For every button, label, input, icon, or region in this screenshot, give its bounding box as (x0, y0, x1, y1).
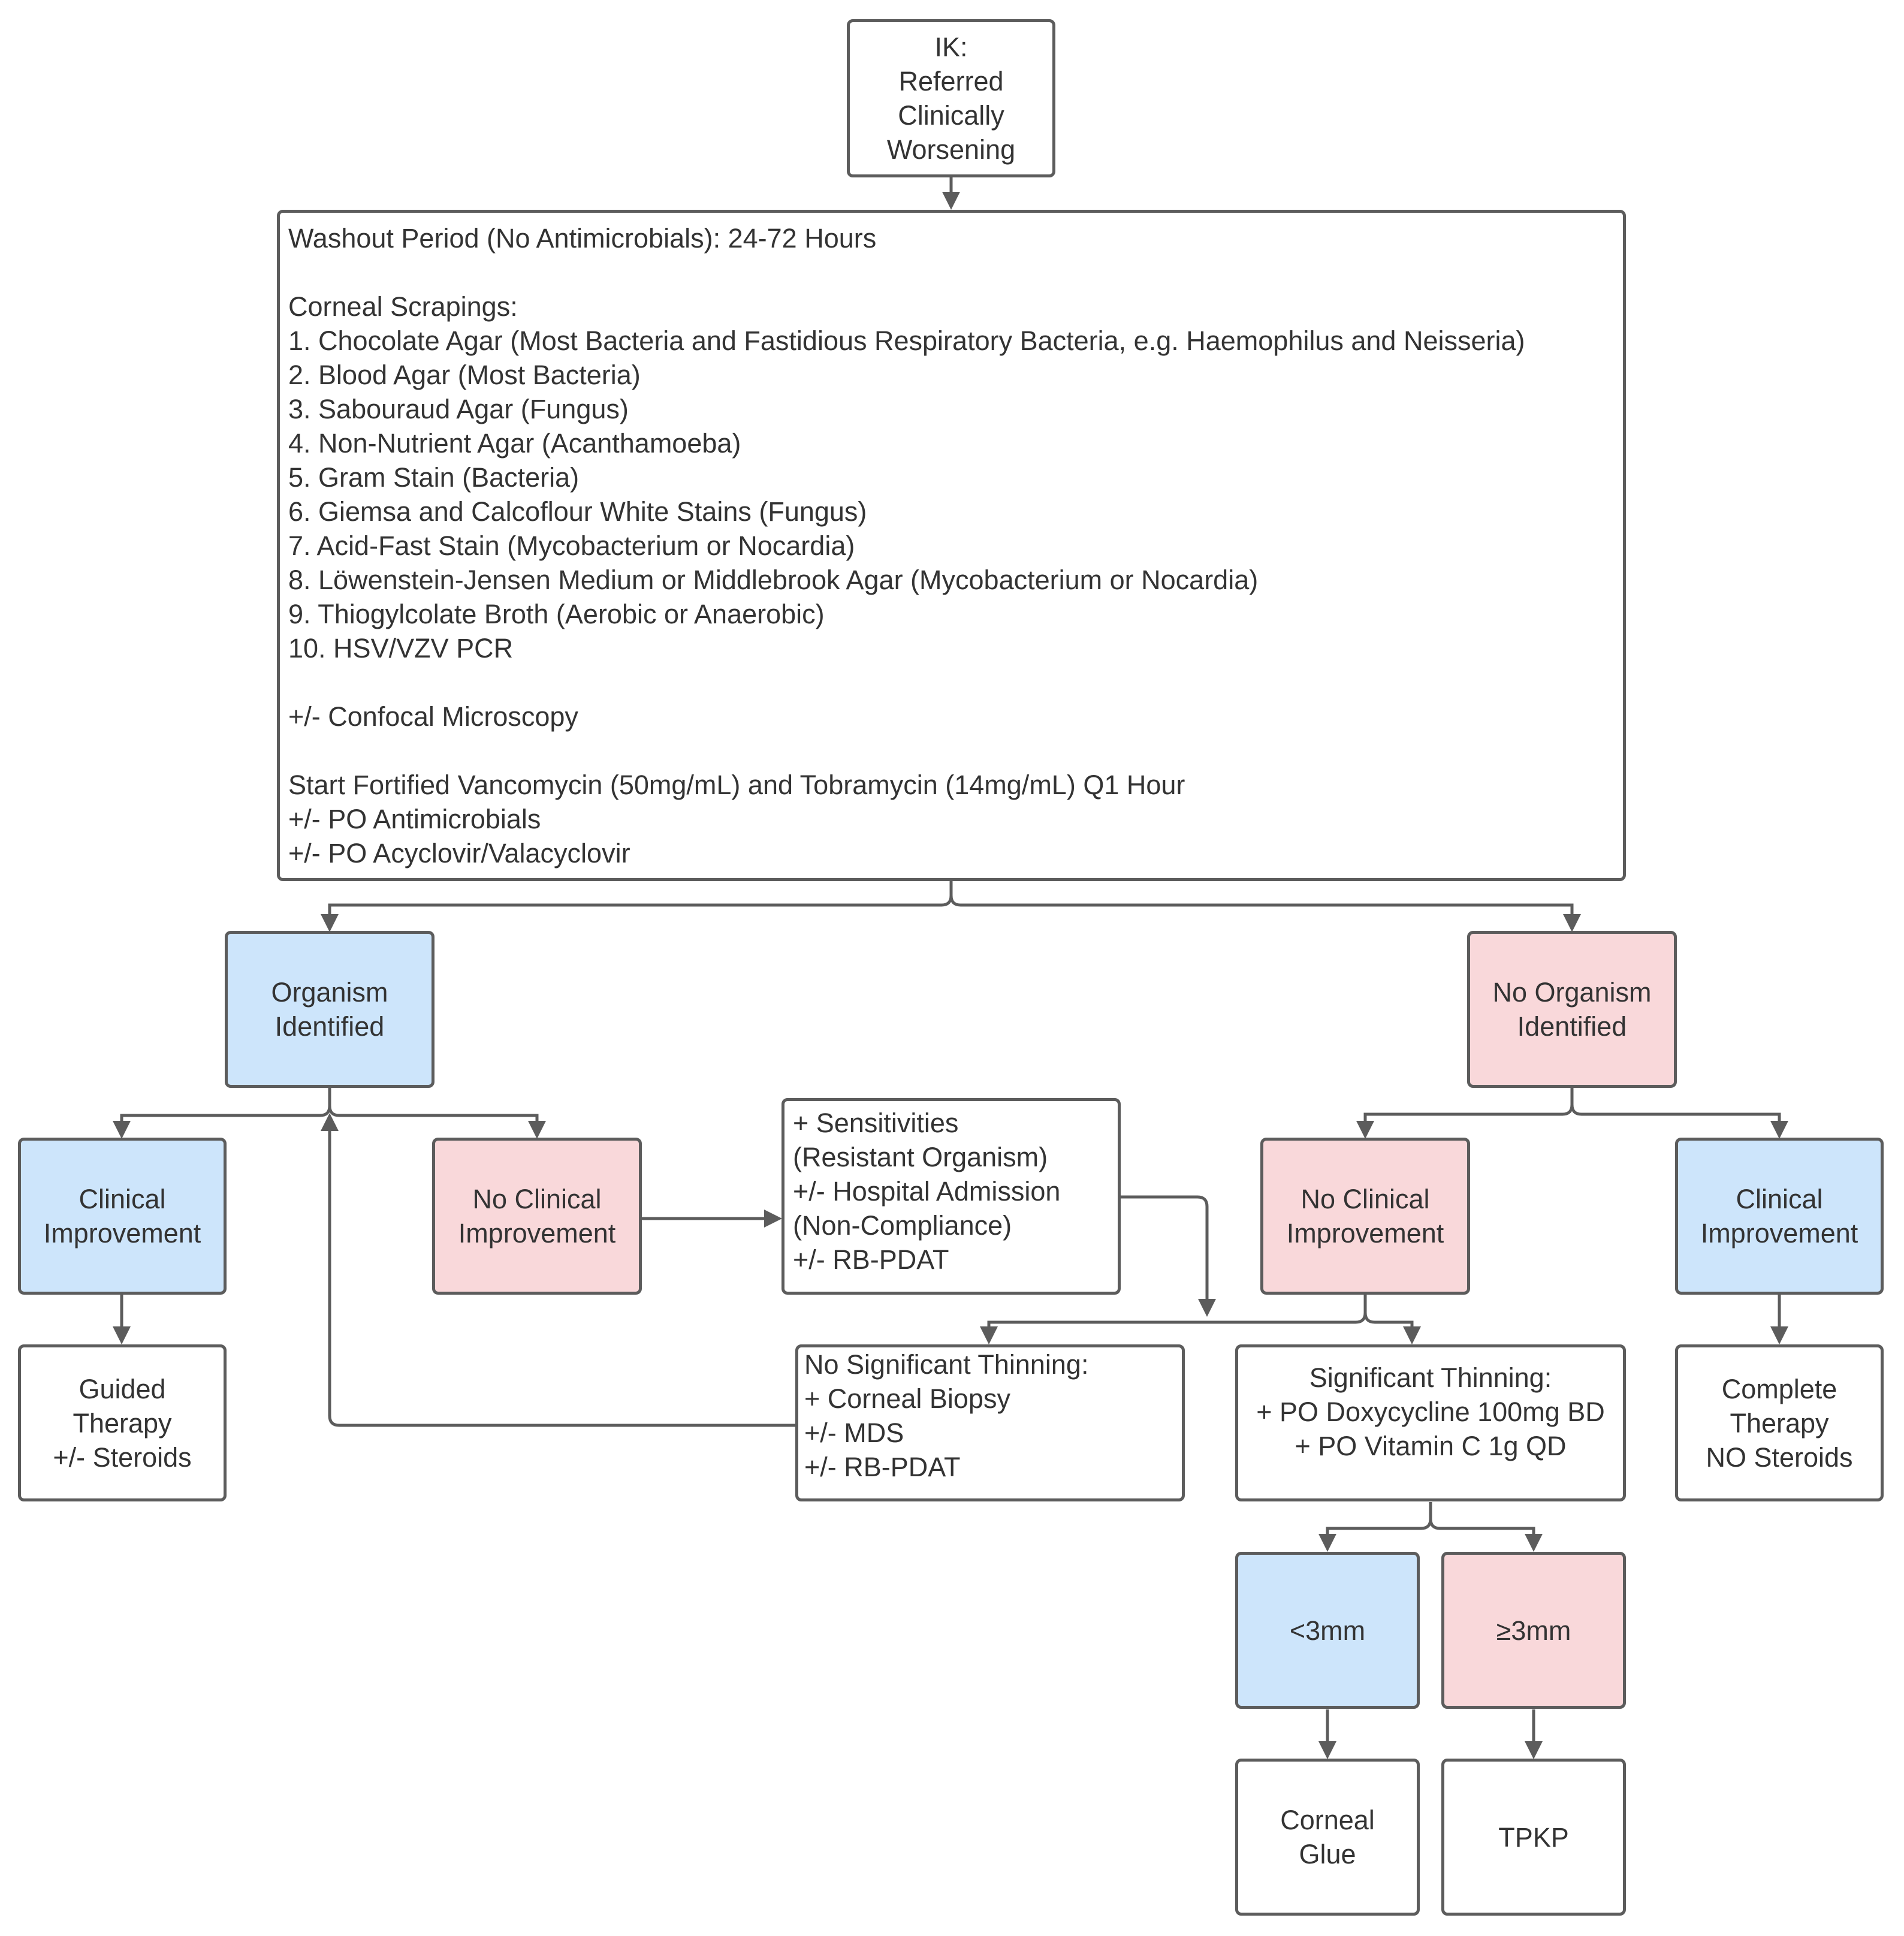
right-clinical-improvement-line: Clinical (1736, 1184, 1823, 1214)
left-clinical-improvement-line: Improvement (43, 1218, 201, 1249)
arrow-no-significant-thinning-back-to-organism (321, 1113, 797, 1427)
tpkp-node: TPKP (1441, 1759, 1626, 1916)
sensitivities-line: (Non-Compliance) (793, 1210, 1012, 1241)
arrow-no-organism-to-right-clinical-improvement (1570, 1104, 1788, 1139)
workup-line: 2. Blood Agar (Most Bacteria) (288, 360, 641, 390)
tpkp-line: TPKP (1498, 1822, 1569, 1853)
no-significant-thinning-node: No Significant Thinning:+ Corneal Biopsy… (795, 1344, 1185, 1501)
right-no-clinical-improvement-line: No Clinical (1300, 1184, 1430, 1214)
workup-line: 10. HSV/VZV PCR (288, 633, 514, 664)
sensitivities-node: + Sensitivities (Resistant Organism) +/- H… (781, 1098, 1121, 1295)
arrow-workup-to-organism-identified (321, 881, 953, 932)
start-line: Clinically (898, 100, 1004, 131)
workup-line: 4. Non-Nutrient Agar (Acanthamoeba) (288, 428, 741, 459)
complete-therapy-line: Therapy (1730, 1407, 1829, 1439)
complete-therapy-line: NO Steroids (1706, 1442, 1853, 1473)
no-significant-thinning-line: +/- RB-PDAT (804, 1452, 961, 1482)
workup-line (288, 734, 1623, 768)
arrow-organism-to-left-no-clinical-improvement (328, 1105, 546, 1139)
workup-line: 1. Chocolate Agar (Most Bacteria and Fas… (288, 325, 1525, 356)
corneal-glue-line: Glue (1299, 1839, 1356, 1869)
workup-line: Start Fortified Vancomycin (50mg/mL) and… (288, 770, 1185, 800)
guided-therapy-line: Therapy (73, 1407, 172, 1439)
workup-line: Corneal Scrapings: (288, 291, 518, 322)
ge-3mm-node: ≥3mm (1441, 1552, 1626, 1709)
workup-line: 9. Thiogylcolate Broth (Aerobic or Anaer… (288, 599, 825, 629)
arrow-significant-thinning-to-ge-3mm (1429, 1518, 1543, 1552)
less-3mm-line: <3mm (1289, 1615, 1366, 1646)
less-3mm-node: <3mm (1235, 1552, 1420, 1709)
ge-3mm-line: ≥3mm (1496, 1615, 1571, 1646)
workup-line: 6. Giemsa and Calcoflour White Stains (F… (288, 496, 867, 527)
significant-thinning-line: Significant Thinning: (1309, 1362, 1552, 1393)
sensitivities-line: +/- Hospital Admission (793, 1176, 1061, 1207)
no-organism-identified-line: No Organism (1492, 977, 1652, 1008)
arrow-workup-to-no-organism-identified (949, 895, 1581, 932)
workup-line: 7. Acid-Fast Stain (Mycobacterium or Noc… (288, 530, 855, 561)
arrow-significant-thinning-to-less-3mm (1318, 1502, 1432, 1552)
start-line: Worsening (886, 134, 1016, 165)
workup-line: +/- PO Acyclovir/Valacyclovir (288, 838, 630, 869)
sensitivities-line: (Resistant Organism) (793, 1142, 1048, 1172)
sensitivities-line: +/- RB-PDAT (793, 1244, 949, 1275)
workup-line: +/- PO Antimicrobials (288, 804, 541, 834)
start-line: IK: (934, 32, 968, 62)
arrow-organism-to-left-clinical-improvement (113, 1088, 331, 1139)
organism-identified-line: Identified (274, 1011, 385, 1042)
start-line: Referred (898, 66, 1004, 97)
significant-thinning-node: Significant Thinning: + PO Doxycycline 10… (1235, 1344, 1626, 1501)
sensitivities-line: + Sensitivities (793, 1108, 959, 1138)
no-significant-thinning-line: No Significant Thinning: (804, 1349, 1089, 1380)
left-no-clinical-improvement-line: No Clinical (472, 1184, 602, 1214)
workup-line (288, 665, 1623, 699)
organism-identified-line: Organism (271, 977, 388, 1008)
workup-line: 5. Gram Stain (Bacteria) (288, 462, 580, 493)
workup-line (288, 255, 1623, 290)
no-significant-thinning-line: +/- MDS (804, 1418, 904, 1448)
left-clinical-improvement-line: Clinical (79, 1184, 166, 1214)
corneal-glue-line: Corneal (1280, 1805, 1375, 1835)
workup-line: Washout Period (No Antimicrobials): 24-7… (288, 223, 877, 254)
arrow-no-organism-to-right-no-clinical-improvement (1356, 1088, 1574, 1139)
no-significant-thinning-line: + Corneal Biopsy (804, 1383, 1010, 1414)
arrow-sensitivities-to-thinning-split (1121, 1195, 1216, 1317)
arrow-no-clinical-to-significant-thinning (1363, 1312, 1421, 1344)
no-organism-identified-line: Identified (1517, 1011, 1627, 1042)
right-no-clinical-improvement-line: Improvement (1286, 1218, 1444, 1249)
significant-thinning-line: + PO Doxycycline 100mg BD (1256, 1397, 1605, 1427)
significant-thinning-line: + PO Vitamin C 1g QD (1295, 1431, 1567, 1461)
left-no-clinical-improvement-line: Improvement (458, 1218, 616, 1249)
workup-line: +/- Confocal Microscopy (288, 701, 578, 732)
guided-therapy-line: Guided (79, 1373, 166, 1404)
workup-node: Washout Period (No Antimicrobials): 24-7… (277, 210, 1626, 881)
complete-therapy-line: Complete (1721, 1373, 1837, 1404)
workup-line: 3. Sabouraud Agar (Fungus) (288, 394, 629, 424)
right-clinical-improvement-line: Improvement (1700, 1218, 1858, 1249)
guided-therapy-line: +/- Steroids (53, 1442, 192, 1473)
workup-line: 8. Löwenstein-Jensen Medium or Middlebro… (288, 565, 1259, 595)
arrow-no-clinical-to-no-significant-thinning (980, 1295, 1367, 1344)
